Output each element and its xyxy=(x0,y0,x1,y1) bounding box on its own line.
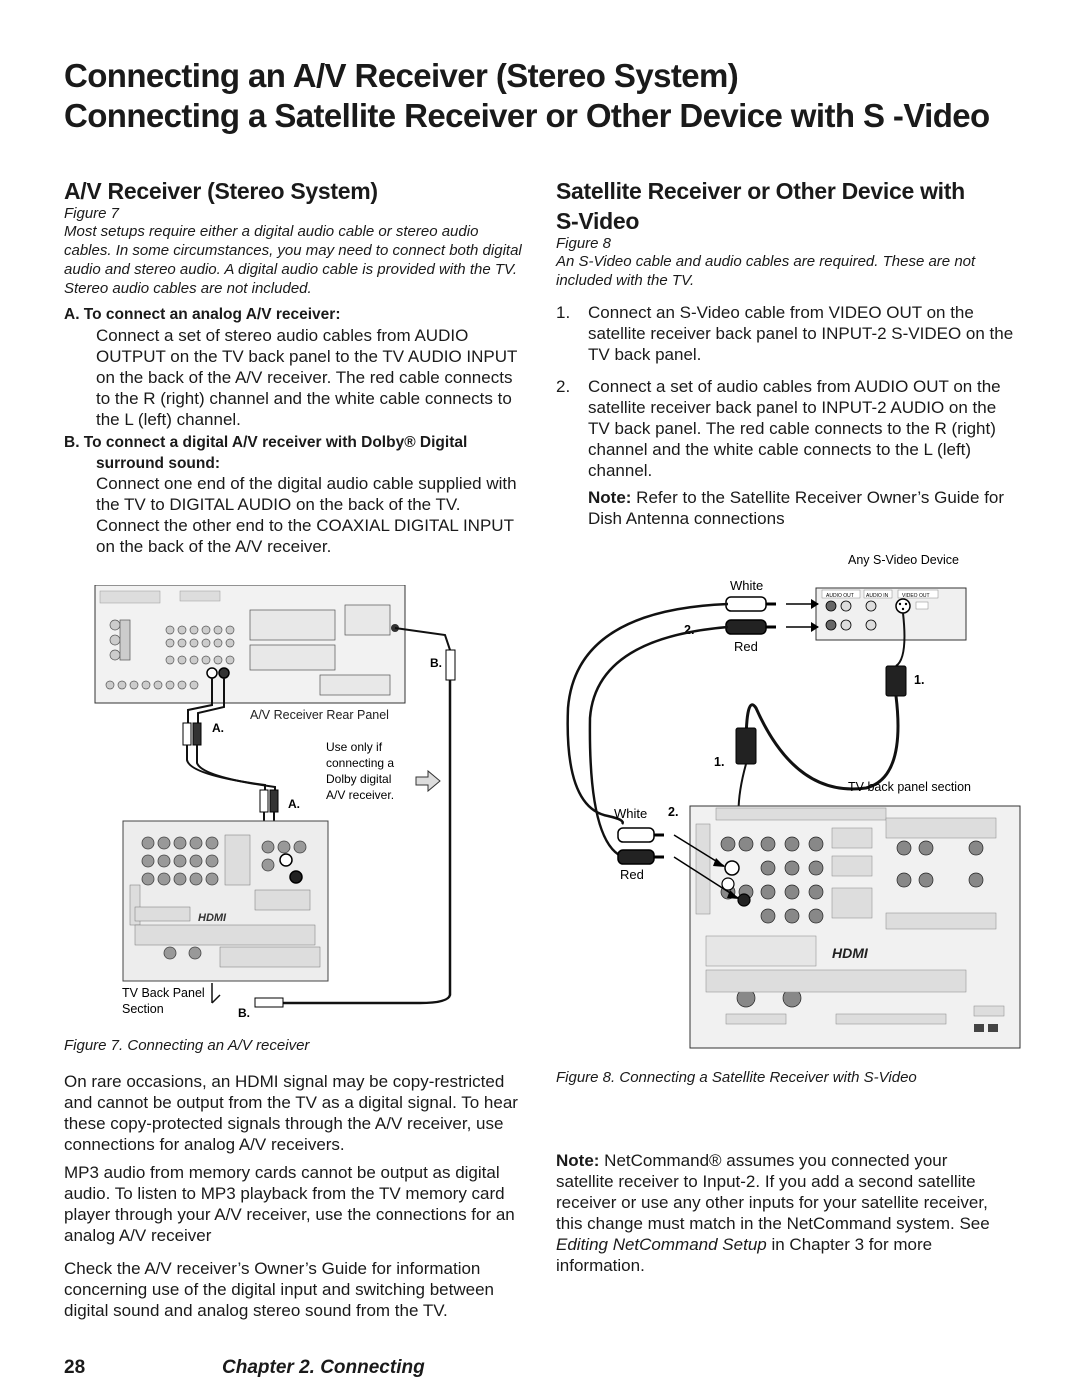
chapter-footer: Chapter 2. Connecting xyxy=(222,1357,425,1378)
step-2-number: 2. xyxy=(556,377,571,396)
white-label-bottom: White xyxy=(614,806,647,821)
section-heading-av-receiver: A/V Receiver (Stereo System) xyxy=(64,178,378,204)
red-label-top: Red xyxy=(734,639,758,654)
figure-ref-7: Figure 7 xyxy=(64,205,120,222)
step-b-heading: B. To connect a digital A/V receiver wit… xyxy=(64,434,468,472)
step-2-text: Connect a set of audio cables from AUDIO… xyxy=(588,377,1001,480)
figure-7-diagram: A/V Receiver Rear Panel A. A. B. B. Use … xyxy=(94,585,456,1020)
red-label-bottom: Red xyxy=(620,867,644,882)
page-title: Connecting an A/V Receiver (Stereo Syste… xyxy=(64,57,739,94)
satellite-intro-text: An S-Video cable and audio cables are re… xyxy=(556,253,976,289)
step-b-body: Connect one end of the digital audio cab… xyxy=(96,474,517,556)
receiver-guide-paragraph: Check the A/V receiver’s Owner’s Guide f… xyxy=(64,1259,495,1320)
av-intro-text: Most setups require either a digital aud… xyxy=(64,223,522,297)
audio-in-label: AUDIO IN xyxy=(866,593,889,599)
label-b-top: B. xyxy=(430,656,442,670)
hdmi-logo-fig8: HDMI xyxy=(832,945,869,961)
hdmi-logo-fig7: HDMI xyxy=(198,912,227,924)
av-rear-panel-label: A/V Receiver Rear Panel xyxy=(250,708,389,722)
netcommand-note: Note: NetCommand® assumes you connected … xyxy=(556,1151,990,1275)
page-number: 28 xyxy=(64,1357,86,1378)
figure-8-caption: Figure 8. Connecting a Satellite Receive… xyxy=(556,1069,917,1086)
figure-ref-8: Figure 8 xyxy=(556,235,612,252)
any-svideo-device-label: Any S-Video Device xyxy=(848,553,959,567)
svideo-device-panel: AUDIO OUT AUDIO IN VIDEO OUT xyxy=(815,587,967,641)
tv-back-panel: HDMI xyxy=(689,805,1021,1049)
tv-back-panel-section-label: TV back panel section xyxy=(848,780,971,794)
dolby-note-3: Dolby digital xyxy=(326,772,391,786)
av-receiver-panel xyxy=(94,585,406,704)
audio-out-label: AUDIO OUT xyxy=(826,593,854,599)
dolby-note-4: A/V receiver. xyxy=(326,788,394,802)
dish-antenna-note: Note: Refer to the Satellite Receiver Ow… xyxy=(588,488,1005,528)
video-out-label: VIDEO OUT xyxy=(902,593,930,599)
step-a-heading: A. To connect an analog A/V receiver: xyxy=(64,306,341,323)
tv-back-panel-label-1: TV Back Panel xyxy=(122,986,205,1000)
num-1-top: 1. xyxy=(914,673,924,687)
label-a-bottom: A. xyxy=(288,797,300,811)
section-heading-satellite: Satellite Receiver or Other Device with xyxy=(556,178,965,204)
step-1-number: 1. xyxy=(556,303,571,322)
step-a-body: Connect a set of stereo audio cables fro… xyxy=(96,326,518,429)
page-subtitle: Connecting a Satellite Receiver or Other… xyxy=(64,97,990,134)
label-b-bottom: B. xyxy=(238,1006,250,1020)
num-2-bottom: 2. xyxy=(668,805,678,819)
dolby-note-2: connecting a xyxy=(326,756,394,770)
hdmi-note-paragraph: On rare occasions, an HDMI signal may be… xyxy=(64,1072,518,1154)
step-1-text: Connect an S-Video cable from VIDEO OUT … xyxy=(588,303,1014,364)
tv-back-panel-section: HDMI xyxy=(122,820,329,982)
section-heading-svideo: S-Video xyxy=(556,208,640,234)
tv-back-panel-label-2: Section xyxy=(122,1002,164,1016)
label-a-top: A. xyxy=(212,721,224,735)
figure-7-caption: Figure 7. Connecting an A/V receiver xyxy=(64,1037,310,1054)
num-2-top: 2. xyxy=(684,623,694,637)
figure-8-diagram: Any S-Video Device AUDIO OUT AUDIO IN VI… xyxy=(566,553,1021,1049)
dolby-note-1: Use only if xyxy=(326,740,383,754)
mp3-note-paragraph: MP3 audio from memory cards cannot be ou… xyxy=(64,1163,515,1245)
white-label-top: White xyxy=(730,578,763,593)
num-1-bottom: 1. xyxy=(714,755,724,769)
